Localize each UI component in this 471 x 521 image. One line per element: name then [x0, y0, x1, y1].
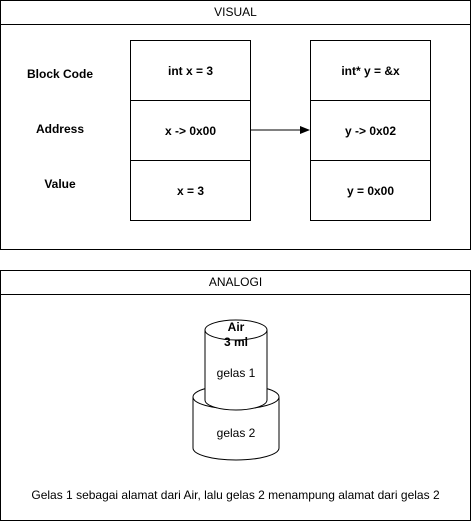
row-label-block-code: Block Code: [26, 67, 93, 81]
gelas-2-label: gelas 2: [216, 426, 256, 440]
row-label-value: Value: [44, 177, 76, 191]
visual-panel-title: VISUAL: [1, 1, 470, 25]
x-address-cell: x -> 0x00: [130, 100, 251, 161]
x-value-cell: x = 3: [130, 160, 251, 221]
row-label-address: Address: [35, 122, 85, 136]
analogy-caption: Gelas 1 sebagai alamat dari Air, lalu ge…: [31, 488, 440, 502]
y-block-code-cell: int* y = &x: [310, 40, 431, 101]
gelas-1-cylinder: [204, 319, 268, 411]
gelas-1-label: gelas 1: [216, 366, 256, 380]
y-address-cell: y -> 0x02: [310, 100, 431, 161]
water-label: Air: [227, 320, 245, 334]
water-volume-label: 3 ml: [223, 335, 248, 349]
analogi-panel: ANALOGI: [0, 270, 471, 521]
y-value-cell: y = 0x00: [310, 160, 431, 221]
analogi-panel-title: ANALOGI: [1, 271, 470, 295]
x-block-code-cell: int x = 3: [130, 40, 251, 101]
